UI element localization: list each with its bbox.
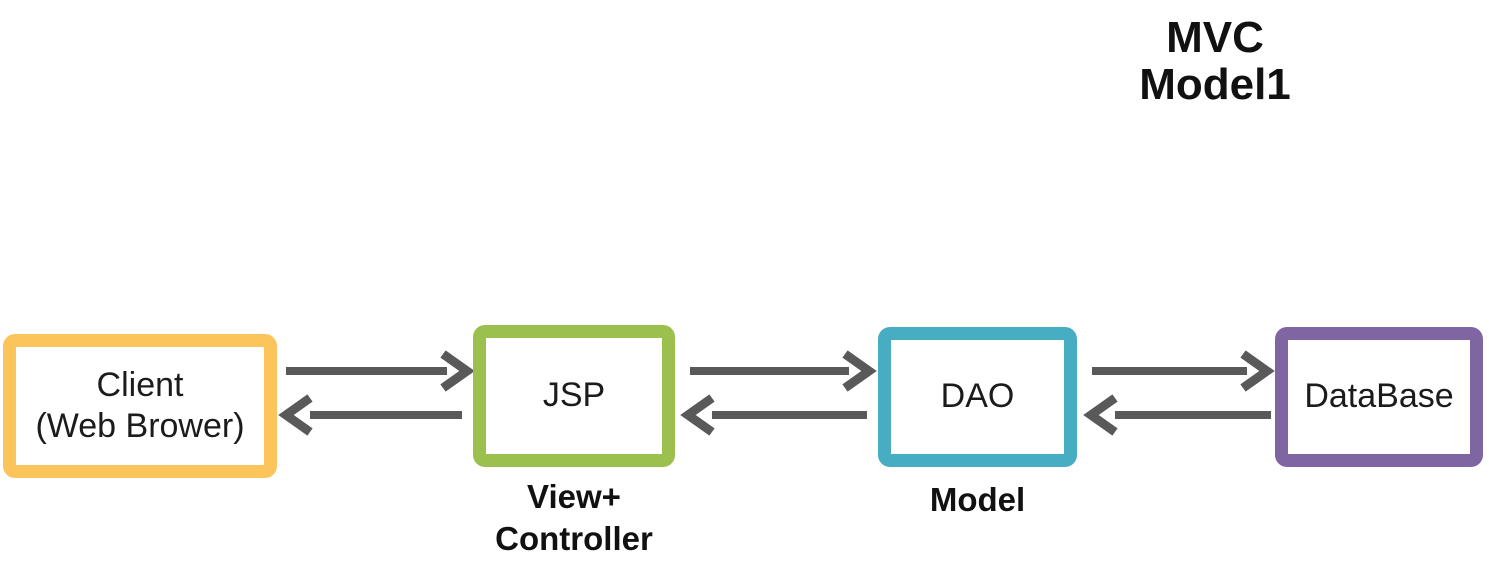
database-label: DataBase bbox=[1304, 377, 1454, 416]
caption-model-line: Model bbox=[929, 481, 1026, 518]
title-line-1: MVC bbox=[1166, 13, 1264, 62]
arrow-jsp-to-client-icon bbox=[278, 394, 462, 436]
node-dao: DAO bbox=[878, 327, 1077, 467]
node-jsp: JSP bbox=[473, 325, 675, 467]
arrow-jsp-to-dao-icon bbox=[690, 350, 877, 392]
arrow-dao-to-jsp-icon bbox=[680, 394, 867, 436]
caption-view-controller-line-1: View+ bbox=[527, 478, 621, 515]
jsp-label: JSP bbox=[542, 376, 606, 415]
caption-view-controller: View+ Controller bbox=[413, 476, 735, 560]
diagram-title: MVC Model1 bbox=[1065, 14, 1365, 108]
title-line-2: Model1 bbox=[1139, 60, 1291, 110]
client-label-line-2: (Web Brower) bbox=[35, 407, 245, 445]
caption-view-controller-line-2: Controller bbox=[495, 520, 653, 558]
caption-model: Model bbox=[818, 479, 1137, 521]
client-label-line-1: Client bbox=[96, 365, 184, 404]
arrow-database-to-dao-icon bbox=[1083, 394, 1271, 436]
arrow-dao-to-database-icon bbox=[1092, 350, 1275, 392]
dao-label: DAO bbox=[940, 377, 1015, 416]
node-database: DataBase bbox=[1275, 327, 1483, 467]
arrow-client-to-jsp-icon bbox=[286, 350, 475, 392]
node-client: Client (Web Brower) bbox=[3, 334, 277, 478]
